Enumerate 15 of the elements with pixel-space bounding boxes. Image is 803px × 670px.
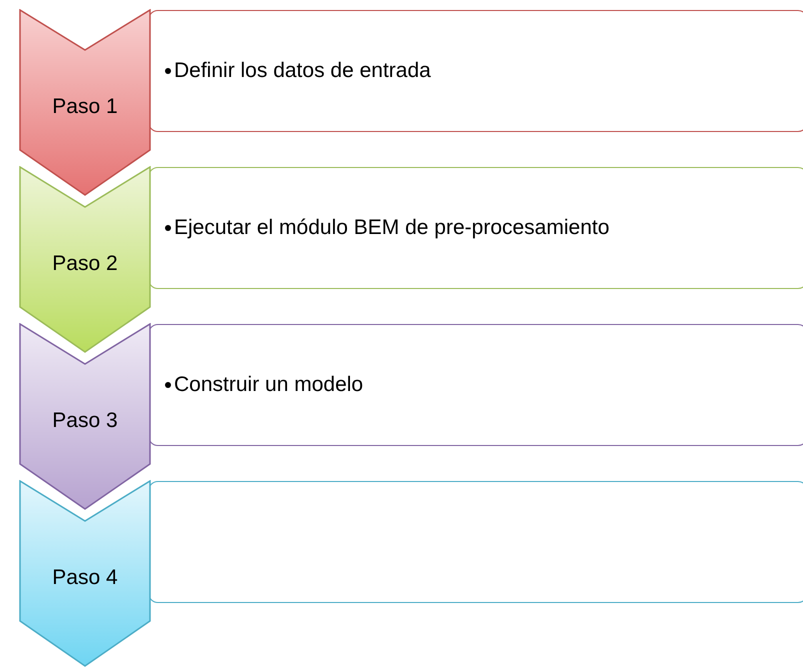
step-label: Paso 3 bbox=[51, 408, 119, 434]
step-description: Ejecutar el módulo BEM de pre-procesamiento bbox=[174, 215, 610, 241]
step-description-box bbox=[148, 481, 803, 603]
chevron-step-banner bbox=[19, 9, 151, 197]
step-label: Paso 2 bbox=[51, 251, 119, 277]
chevron-step-banner bbox=[19, 323, 151, 511]
step-description-box bbox=[148, 10, 803, 132]
chevron-step-banner bbox=[19, 480, 151, 668]
step-label: Paso 1 bbox=[51, 94, 119, 120]
step-label: Paso 4 bbox=[51, 565, 119, 591]
chevron-step-banner bbox=[19, 166, 151, 354]
step-description: Construir un modelo bbox=[174, 372, 364, 398]
step-description: Definir los datos de entrada bbox=[174, 58, 431, 84]
step-description-box bbox=[148, 167, 803, 289]
step-description-box bbox=[148, 324, 803, 446]
